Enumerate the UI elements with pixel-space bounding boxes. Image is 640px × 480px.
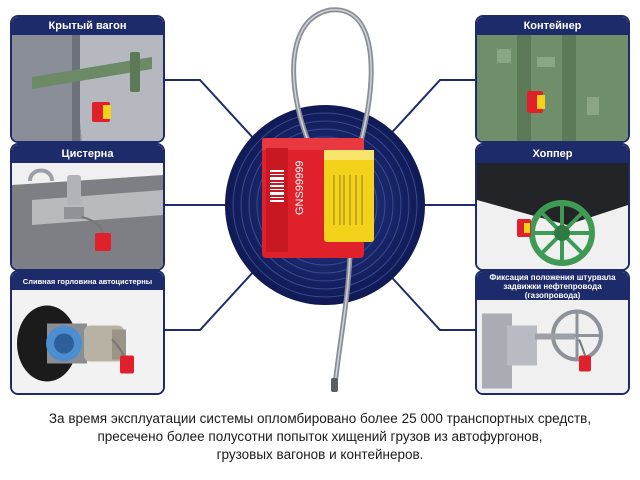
seal-code: GNS99999 (294, 161, 306, 215)
panel-tank: Цистерна (10, 143, 165, 271)
panel-title: Крытый вагон (12, 17, 163, 35)
panel-title: Контейнер (477, 17, 628, 35)
connector-valve (384, 269, 475, 331)
connector-covered-wagon (165, 79, 256, 141)
seal-illustration: GNS99999 (225, 7, 425, 392)
container-scene (477, 17, 628, 141)
caption-line: пресечено более полусотни попыток хищени… (97, 429, 543, 444)
caption: За время эксплуатации системы опломбиров… (0, 410, 640, 464)
hopper-scene (477, 145, 628, 269)
caption-line: За время эксплуатации системы опломбиров… (48, 411, 592, 426)
seal-yellow-insert (324, 150, 374, 242)
connector-container (384, 79, 475, 141)
cable-tip (331, 378, 338, 392)
covered-wagon-scene (12, 17, 163, 141)
panel-title: Сливная горловина автоцистерны (12, 272, 163, 290)
panel-covered-wagon: Крытый вагон (10, 15, 165, 143)
panel-title: Фиксация положения штурвала задвижки неф… (477, 272, 628, 300)
panel-hopper: Хоппер (475, 143, 630, 271)
connector-drain (165, 269, 256, 331)
panel-container: Контейнер (475, 15, 630, 143)
panel-drain-neck: Сливная горловина автоцистерны (10, 270, 165, 395)
caption-line: грузовых вагонов и контейнеров. (216, 447, 424, 462)
barcode (270, 170, 284, 202)
panel-title: Хоппер (477, 145, 628, 163)
tank-scene (12, 145, 163, 269)
panel-title: Цистерна (12, 145, 163, 163)
connector-lines (165, 79, 475, 331)
panel-valve-fixation: Фиксация положения штурвала задвижки неф… (475, 270, 630, 395)
drain-neck-scene (12, 273, 163, 393)
